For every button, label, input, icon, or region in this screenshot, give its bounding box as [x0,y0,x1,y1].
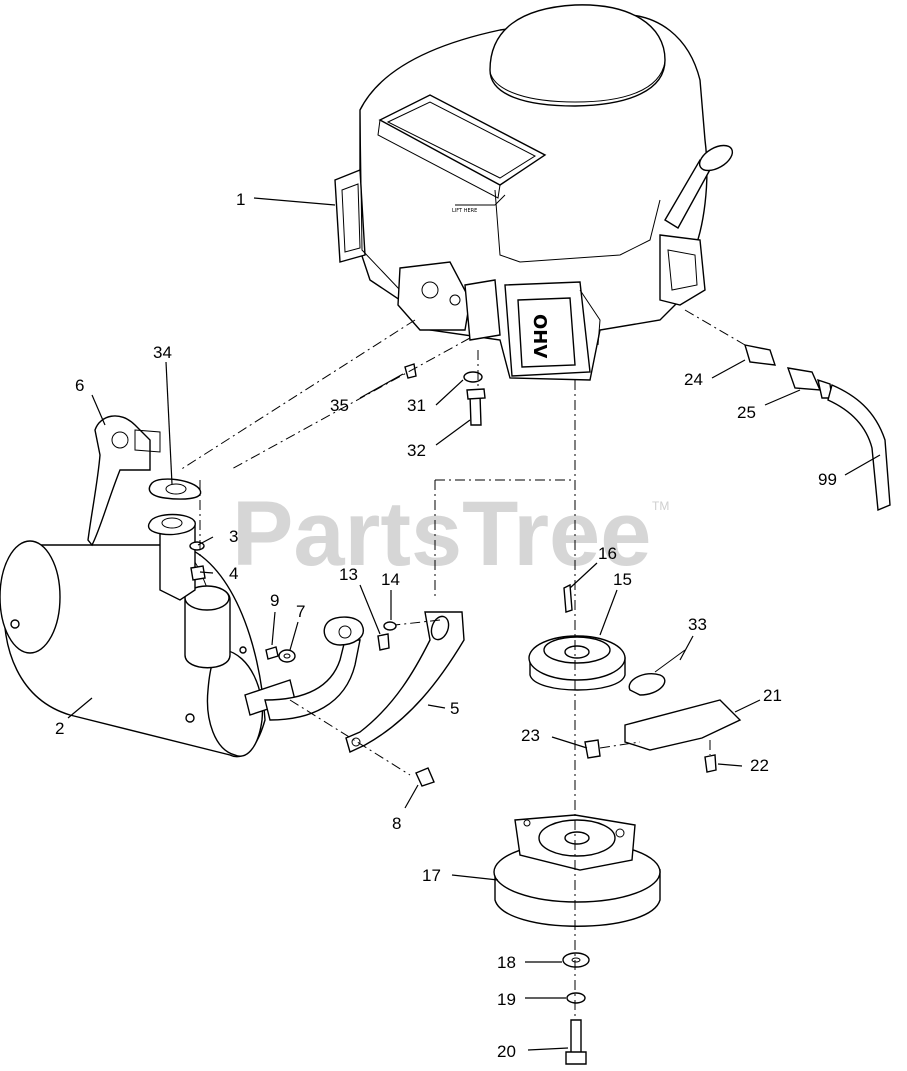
callout-19: 19 [497,990,516,1009]
callout-7: 7 [296,602,305,621]
callout-5: 5 [450,699,459,718]
callout-labels: 1 2 3 4 5 6 7 8 9 13 14 15 16 17 18 19 2… [55,190,837,1061]
callout-25: 25 [737,403,756,422]
watermark: PartsTree [232,483,651,585]
callout-17: 17 [422,866,441,885]
callout-6: 6 [75,376,84,395]
callout-13: 13 [339,565,358,584]
callout-15: 15 [613,570,632,589]
callout-22: 22 [750,756,769,775]
callout-21: 21 [763,686,782,705]
callout-24: 24 [684,370,703,389]
engine[interactable]: LIFT HERE OHV [334,4,737,381]
watermark-trademark: TM [652,499,669,513]
callout-8: 8 [392,814,401,833]
leader-lines [67,197,881,1051]
callout-1: 1 [236,190,245,209]
callout-16: 16 [598,544,617,563]
heat-shield[interactable] [87,415,161,547]
callout-4: 4 [229,564,238,583]
callout-32: 32 [407,441,426,460]
clutch-bracket[interactable] [584,649,742,773]
callout-2: 2 [55,719,64,738]
callout-9: 9 [270,591,279,610]
callout-31: 31 [407,396,426,415]
centerlines [179,309,746,1020]
callout-14: 14 [381,570,400,589]
pulley[interactable] [528,583,626,691]
callout-3: 3 [229,527,238,546]
fuel-fittings[interactable] [744,344,891,512]
clutch-hardware[interactable] [562,952,590,1065]
callout-33: 33 [688,615,707,634]
callout-34: 34 [153,343,172,362]
exhaust-pipe[interactable] [264,616,364,721]
electric-clutch[interactable] [493,814,661,927]
engine-sticker-label: LIFT HERE [452,208,477,214]
bracket[interactable] [345,611,465,753]
callout-35: 35 [330,396,349,415]
gasket[interactable] [147,478,202,536]
callout-23: 23 [521,726,540,745]
callout-99: 99 [818,470,837,489]
callout-20: 20 [497,1042,516,1061]
callout-18: 18 [497,953,516,972]
engine-plate-label: OHV [529,314,550,358]
